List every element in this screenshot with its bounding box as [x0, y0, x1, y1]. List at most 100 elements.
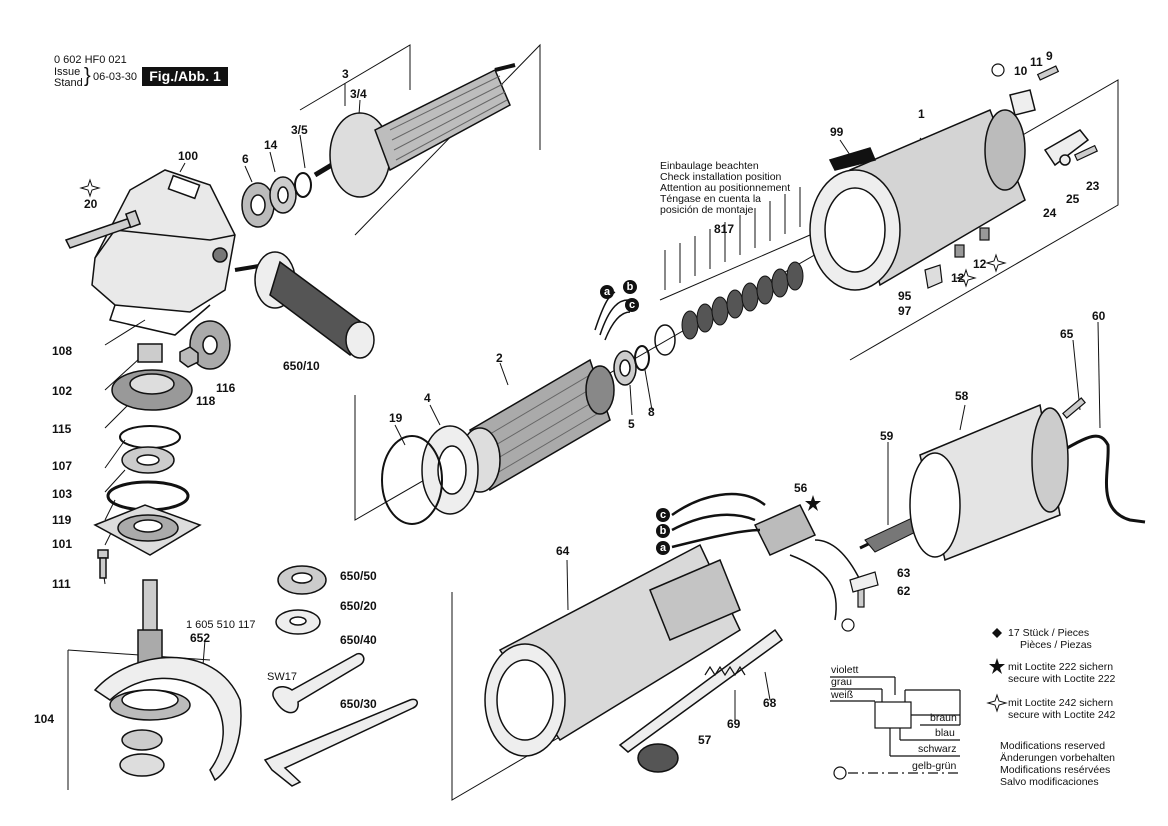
label-3-4: 3/4 [350, 87, 367, 101]
label-9: 9 [1046, 49, 1053, 63]
wire-tag-c: c [656, 508, 670, 522]
install-note-line-2: Check installation position [660, 171, 782, 183]
screw-65 [1062, 397, 1086, 419]
wrench-650-40 [272, 653, 365, 714]
label-14: 14 [264, 138, 278, 152]
label-115: 115 [52, 422, 72, 436]
label-97: 97 [898, 304, 912, 318]
label-25: 25 [1066, 192, 1080, 206]
label-57: 57 [698, 733, 712, 747]
label-118: 118 [196, 394, 216, 408]
flange-650-20 [275, 609, 321, 635]
label-2: 2 [496, 351, 503, 365]
switch-rod [618, 628, 784, 753]
label-64: 64 [556, 544, 570, 558]
rotor-3 [313, 63, 516, 198]
screw-111 [97, 549, 109, 579]
frame-armature [354, 79, 1119, 521]
label-100: 100 [178, 149, 199, 163]
wire-label-blau: blau [935, 727, 955, 739]
label-108: 108 [52, 344, 73, 358]
figure-label: Fig./Abb. 1 [142, 67, 228, 86]
label-116: 116 [216, 381, 236, 395]
label-20: 20 [84, 197, 98, 211]
label-68: 68 [763, 696, 777, 710]
bearing-6 [241, 182, 275, 228]
label-65: 65 [1060, 327, 1074, 341]
issue-label: Issue [54, 66, 81, 78]
wire-label-gelb-gruen: gelb-grün [912, 760, 957, 772]
doc-number: 0 602 HF0 021 [54, 54, 127, 66]
guard-part-number: 1 605 510 117 [186, 619, 256, 631]
ground-symbol-bottom [841, 618, 855, 632]
ring-8 [634, 345, 650, 371]
label-104: 104 [34, 712, 55, 726]
label-3-5: 3/5 [291, 123, 308, 137]
handle-cover-58 [909, 403, 1069, 562]
clamp-63 [849, 571, 879, 593]
diamond-icon [992, 628, 1002, 638]
label-817: 817 [714, 222, 735, 236]
label-650-20: 650/20 [340, 599, 377, 613]
spring-washer [654, 324, 676, 356]
wire-tag-c-top: c [625, 298, 639, 312]
power-cable [859, 434, 1146, 550]
label-69: 69 [727, 717, 741, 731]
switch-56 [753, 504, 817, 556]
circlip-107 [119, 425, 181, 449]
nut-118 [179, 346, 199, 368]
label-101: 101 [52, 537, 73, 551]
issue-date: 06-03-30 [93, 71, 138, 83]
legend-outline-star-line-2: secure with Loctite 242 [1008, 709, 1116, 721]
label-63: 63 [897, 566, 911, 580]
screw-23 [1073, 144, 1099, 162]
legend-outline-star-line-1: mit Loctite 242 sichern [1008, 697, 1114, 709]
wire-tag-b: b [656, 524, 670, 538]
legend-star-line-2: secure with Loctite 222 [1008, 673, 1116, 685]
modifications-line-2: Änderungen vorbehalten [1000, 752, 1116, 764]
wire-label-grau: grau [831, 676, 853, 688]
needle-bearing-102 [137, 343, 163, 363]
label-102: 102 [52, 384, 73, 398]
modifications-line-3: Modifications resérvées [1000, 764, 1111, 776]
label-23: 23 [1086, 179, 1100, 193]
install-note-line-1: Einbaulage beachten [660, 160, 759, 172]
label-59: 59 [880, 429, 894, 443]
wheel-guard [93, 656, 242, 782]
bevel-gear-116 [189, 320, 231, 370]
label-6: 6 [242, 152, 249, 166]
wire-label-weiss: weiß [831, 689, 854, 701]
field-pieces-817 [659, 187, 811, 340]
fan-4 [421, 425, 479, 515]
label-24: 24 [1043, 206, 1057, 220]
label-652: 652 [190, 631, 211, 645]
wire-tag-b-top: b [623, 280, 637, 294]
pin-wrench-650-30 [263, 698, 418, 787]
label-56: 56 [794, 481, 808, 495]
outline-star-icon-12 [955, 268, 977, 288]
label-5: 5 [628, 417, 635, 431]
bearing-103 [121, 446, 175, 474]
bearing-14 [269, 176, 297, 214]
bearing-flange-101 [93, 504, 202, 556]
outline-star-icon-20 [79, 178, 101, 198]
label-650-10: 650/10 [283, 359, 320, 373]
modifications-line-4: Salvo modificaciones [1000, 776, 1099, 788]
legend-star-line-1: mit Loctite 222 sichern [1008, 661, 1114, 673]
install-note-line-5: posición de montaje [660, 204, 754, 216]
label-12-b: 12 [951, 271, 965, 285]
legend-diamond-line-1: 17 Stück / Pieces [1008, 627, 1090, 639]
star-icon-56 [805, 495, 821, 511]
label-99: 99 [830, 125, 844, 139]
bearing-5 [613, 350, 637, 386]
label-111: 111 [52, 577, 71, 591]
install-note-line-4: Téngase en cuenta la [660, 193, 761, 205]
label-95: 95 [898, 289, 912, 303]
frame-top-left [354, 43, 541, 236]
modifications-line-1: Modifications reserved [1000, 740, 1106, 752]
label-103: 103 [52, 487, 73, 501]
label-4: 4 [424, 391, 431, 405]
brush-holder-bracket [1009, 89, 1090, 167]
wiring-diagram [830, 676, 961, 774]
